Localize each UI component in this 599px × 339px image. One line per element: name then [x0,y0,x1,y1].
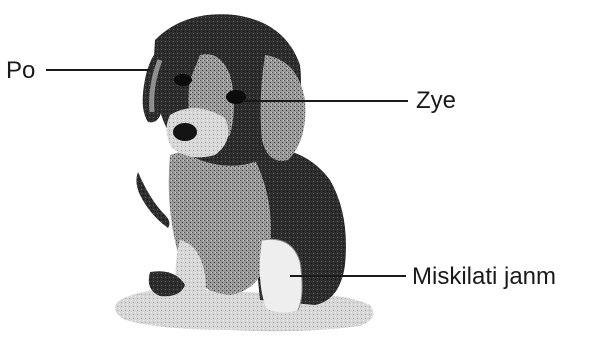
leg-label: Miskilati janm [412,263,557,290]
back-paw [148,271,185,297]
left-eye [174,74,192,86]
ear-leader-line [46,69,150,71]
blanket [115,288,374,332]
tail [136,172,170,228]
right-ear [260,55,306,161]
ear-label: Po [6,57,36,84]
muzzle [166,108,229,158]
right-front-leg [259,239,303,313]
nose [173,123,197,141]
eye-leader-line [243,100,408,102]
right-eye [226,90,246,104]
left-front-leg [175,240,206,306]
eye-label: Zye [416,87,457,114]
leg-leader-line [290,275,406,277]
